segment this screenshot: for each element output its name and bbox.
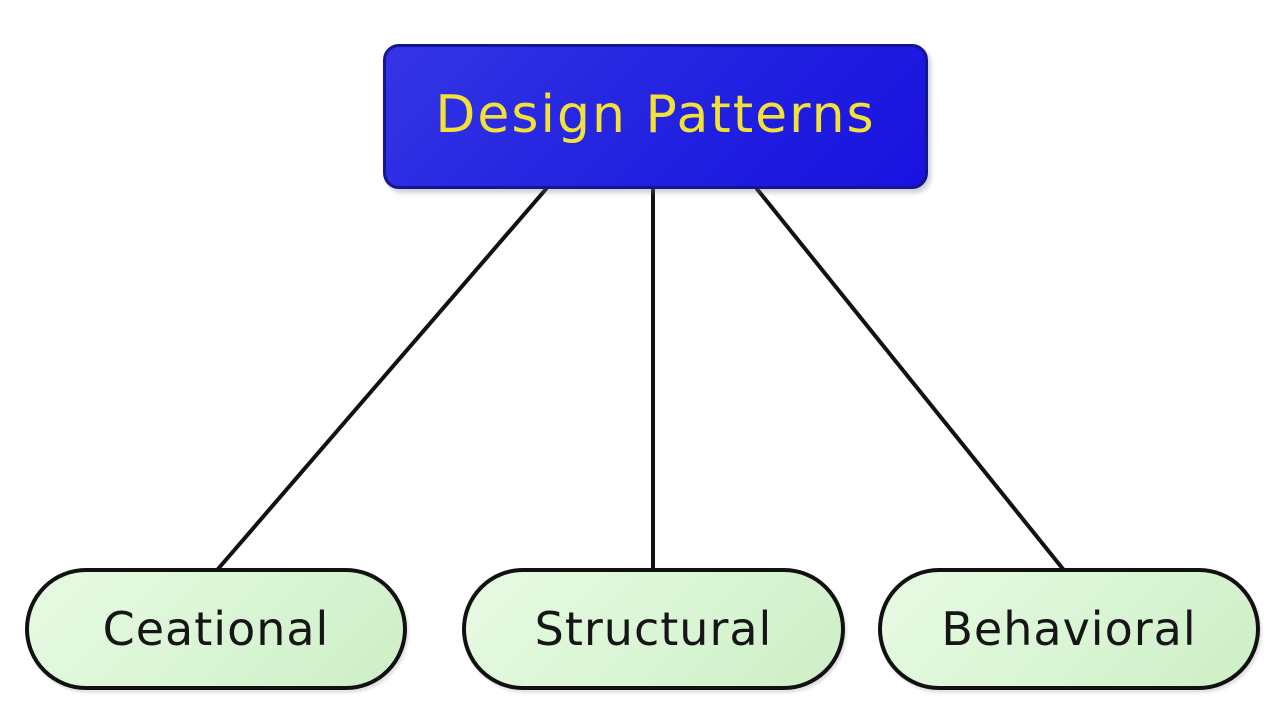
root-node-label: Design Patterns [435,84,876,145]
child-node-structural: Structural [462,568,845,690]
connector-line-left [216,187,548,571]
child-node-creational: Ceational [25,568,407,690]
root-node-design-patterns: Design Patterns [383,44,928,189]
connector-line-right [755,187,1065,571]
child-node-label: Behavioral [941,602,1197,656]
child-node-label: Ceational [102,602,330,656]
child-node-label: Structural [534,602,773,656]
child-node-behavioral: Behavioral [878,568,1260,690]
